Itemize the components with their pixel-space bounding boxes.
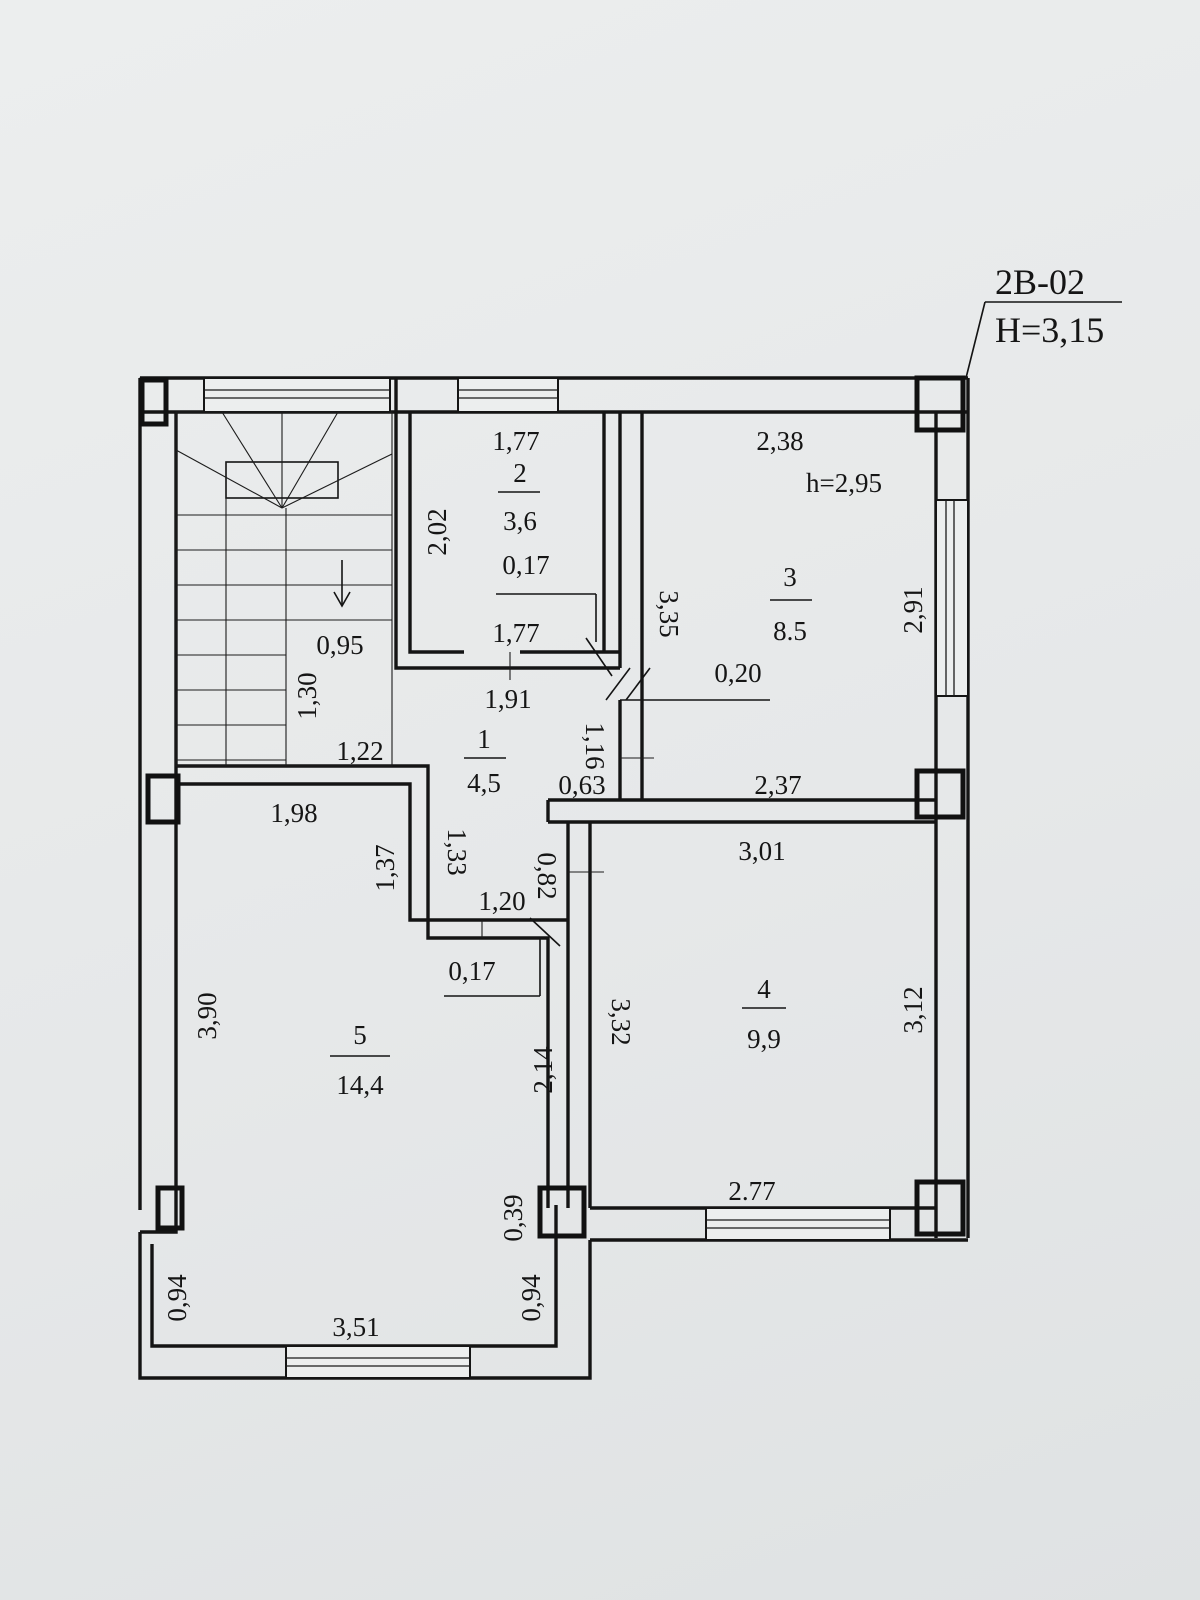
dim-r4-top: 3,01 (738, 836, 785, 866)
window-room3 (935, 499, 969, 697)
column (537, 1185, 587, 1239)
svg-text:5: 5 (353, 1020, 367, 1050)
dim-r5-bay-right: 0,94 (516, 1274, 546, 1322)
dim-r3-top: 2,38 (756, 426, 803, 456)
svg-text:9,9: 9,9 (747, 1024, 781, 1054)
wall-hall-r4 (566, 822, 592, 1208)
dimensions: 1,77 2,02 0,17 1,77 2,38 3,35 2,91 0,20 … (162, 426, 928, 1342)
svg-text:14,4: 14,4 (336, 1070, 384, 1100)
window-room5 (285, 1345, 471, 1379)
column (914, 768, 966, 820)
arrow-head-icon (333, 591, 351, 608)
svg-text:2: 2 (513, 458, 527, 488)
dim-r3-bottom: 2,37 (754, 770, 801, 800)
room-4-label: 4 9,9 (742, 974, 786, 1054)
svg-text:8.5: 8.5 (773, 616, 807, 646)
room-2-label: 2 3,6 (498, 458, 540, 536)
svg-text:3: 3 (783, 562, 797, 592)
room-labels: 1 4,5 2 3,6 3 8.5 4 9,9 5 14,4 h=2,95 (330, 458, 882, 1100)
dim-hall-door: 1,16 (580, 722, 610, 769)
wall-r3-r4 (546, 798, 936, 824)
bay-corner (140, 1185, 178, 1234)
column (914, 1179, 966, 1237)
dim-r2-bottom: 1,77 (492, 618, 539, 648)
dim-r3-right: 2,91 (898, 586, 928, 633)
plan-code: 2В-02 (995, 262, 1085, 302)
door-marks (444, 593, 770, 997)
column (145, 773, 181, 825)
dim-r5-column: 0,39 (498, 1194, 528, 1241)
svg-text:3,6: 3,6 (503, 506, 537, 536)
walls (138, 376, 970, 1380)
title-leader (965, 301, 986, 379)
columns (139, 375, 966, 1239)
window-room2 (457, 377, 559, 413)
dim-hall-top: 1,91 (484, 684, 531, 714)
dim-hall-bottom-left: 1,22 (336, 736, 383, 766)
column (155, 1185, 185, 1231)
dim-hall-bottom: 1,20 (478, 886, 525, 916)
plan-title: 2В-02 Н=3,15 (965, 262, 1122, 379)
dim-r2-top: 1,77 (492, 426, 539, 456)
plan-height: Н=3,15 (995, 310, 1104, 350)
room2-walls (394, 378, 620, 670)
windows (203, 377, 969, 1379)
dim-hall-right: 1,33 (442, 828, 472, 875)
dim-r5-left: 3,90 (192, 992, 222, 1039)
dim-r5-wall: 0,17 (448, 956, 495, 986)
dim-hall-bottom-right: 0,63 (558, 770, 605, 800)
dim-r3-left: 3,35 (654, 590, 684, 637)
room-3-label: 3 8.5 (770, 562, 812, 646)
window-room4 (705, 1207, 891, 1241)
dim-r2-wall: 0,17 (502, 550, 549, 580)
dim-r3-wall: 0,20 (714, 658, 761, 688)
dim-r2-left: 2,02 (422, 508, 452, 555)
dim-r4-bottom: 2.77 (728, 1176, 775, 1206)
room-1-label: 1 4,5 (464, 724, 506, 798)
column (139, 377, 169, 427)
dim-r4-right: 3,12 (898, 986, 928, 1033)
dim-r5-right: 2,14 (528, 1046, 558, 1094)
svg-text:1: 1 (477, 724, 491, 754)
dim-r4-left: 3,32 (606, 998, 636, 1045)
dim-hall-door2: 0,82 (532, 852, 562, 899)
window-stair (203, 377, 391, 413)
dim-r5-recess: 1,37 (370, 844, 400, 891)
room5-walls (176, 764, 568, 1208)
svg-text:4: 4 (757, 974, 771, 1004)
room-5-label: 5 14,4 (330, 1020, 390, 1100)
staircase (175, 411, 393, 767)
svg-text:4,5: 4,5 (467, 768, 501, 798)
wall-r2-r3 (618, 412, 644, 800)
dim-hall-stair: 0,95 (316, 630, 363, 660)
dim-r5-bottom: 3,51 (332, 1312, 379, 1342)
room3-height: h=2,95 (806, 468, 882, 498)
dim-r5-top: 1,98 (270, 798, 317, 828)
column (914, 375, 966, 433)
dim-r5-bay-left: 0,94 (162, 1274, 192, 1322)
left-wall (138, 378, 178, 1210)
dim-hall-left: 1,30 (292, 672, 322, 719)
